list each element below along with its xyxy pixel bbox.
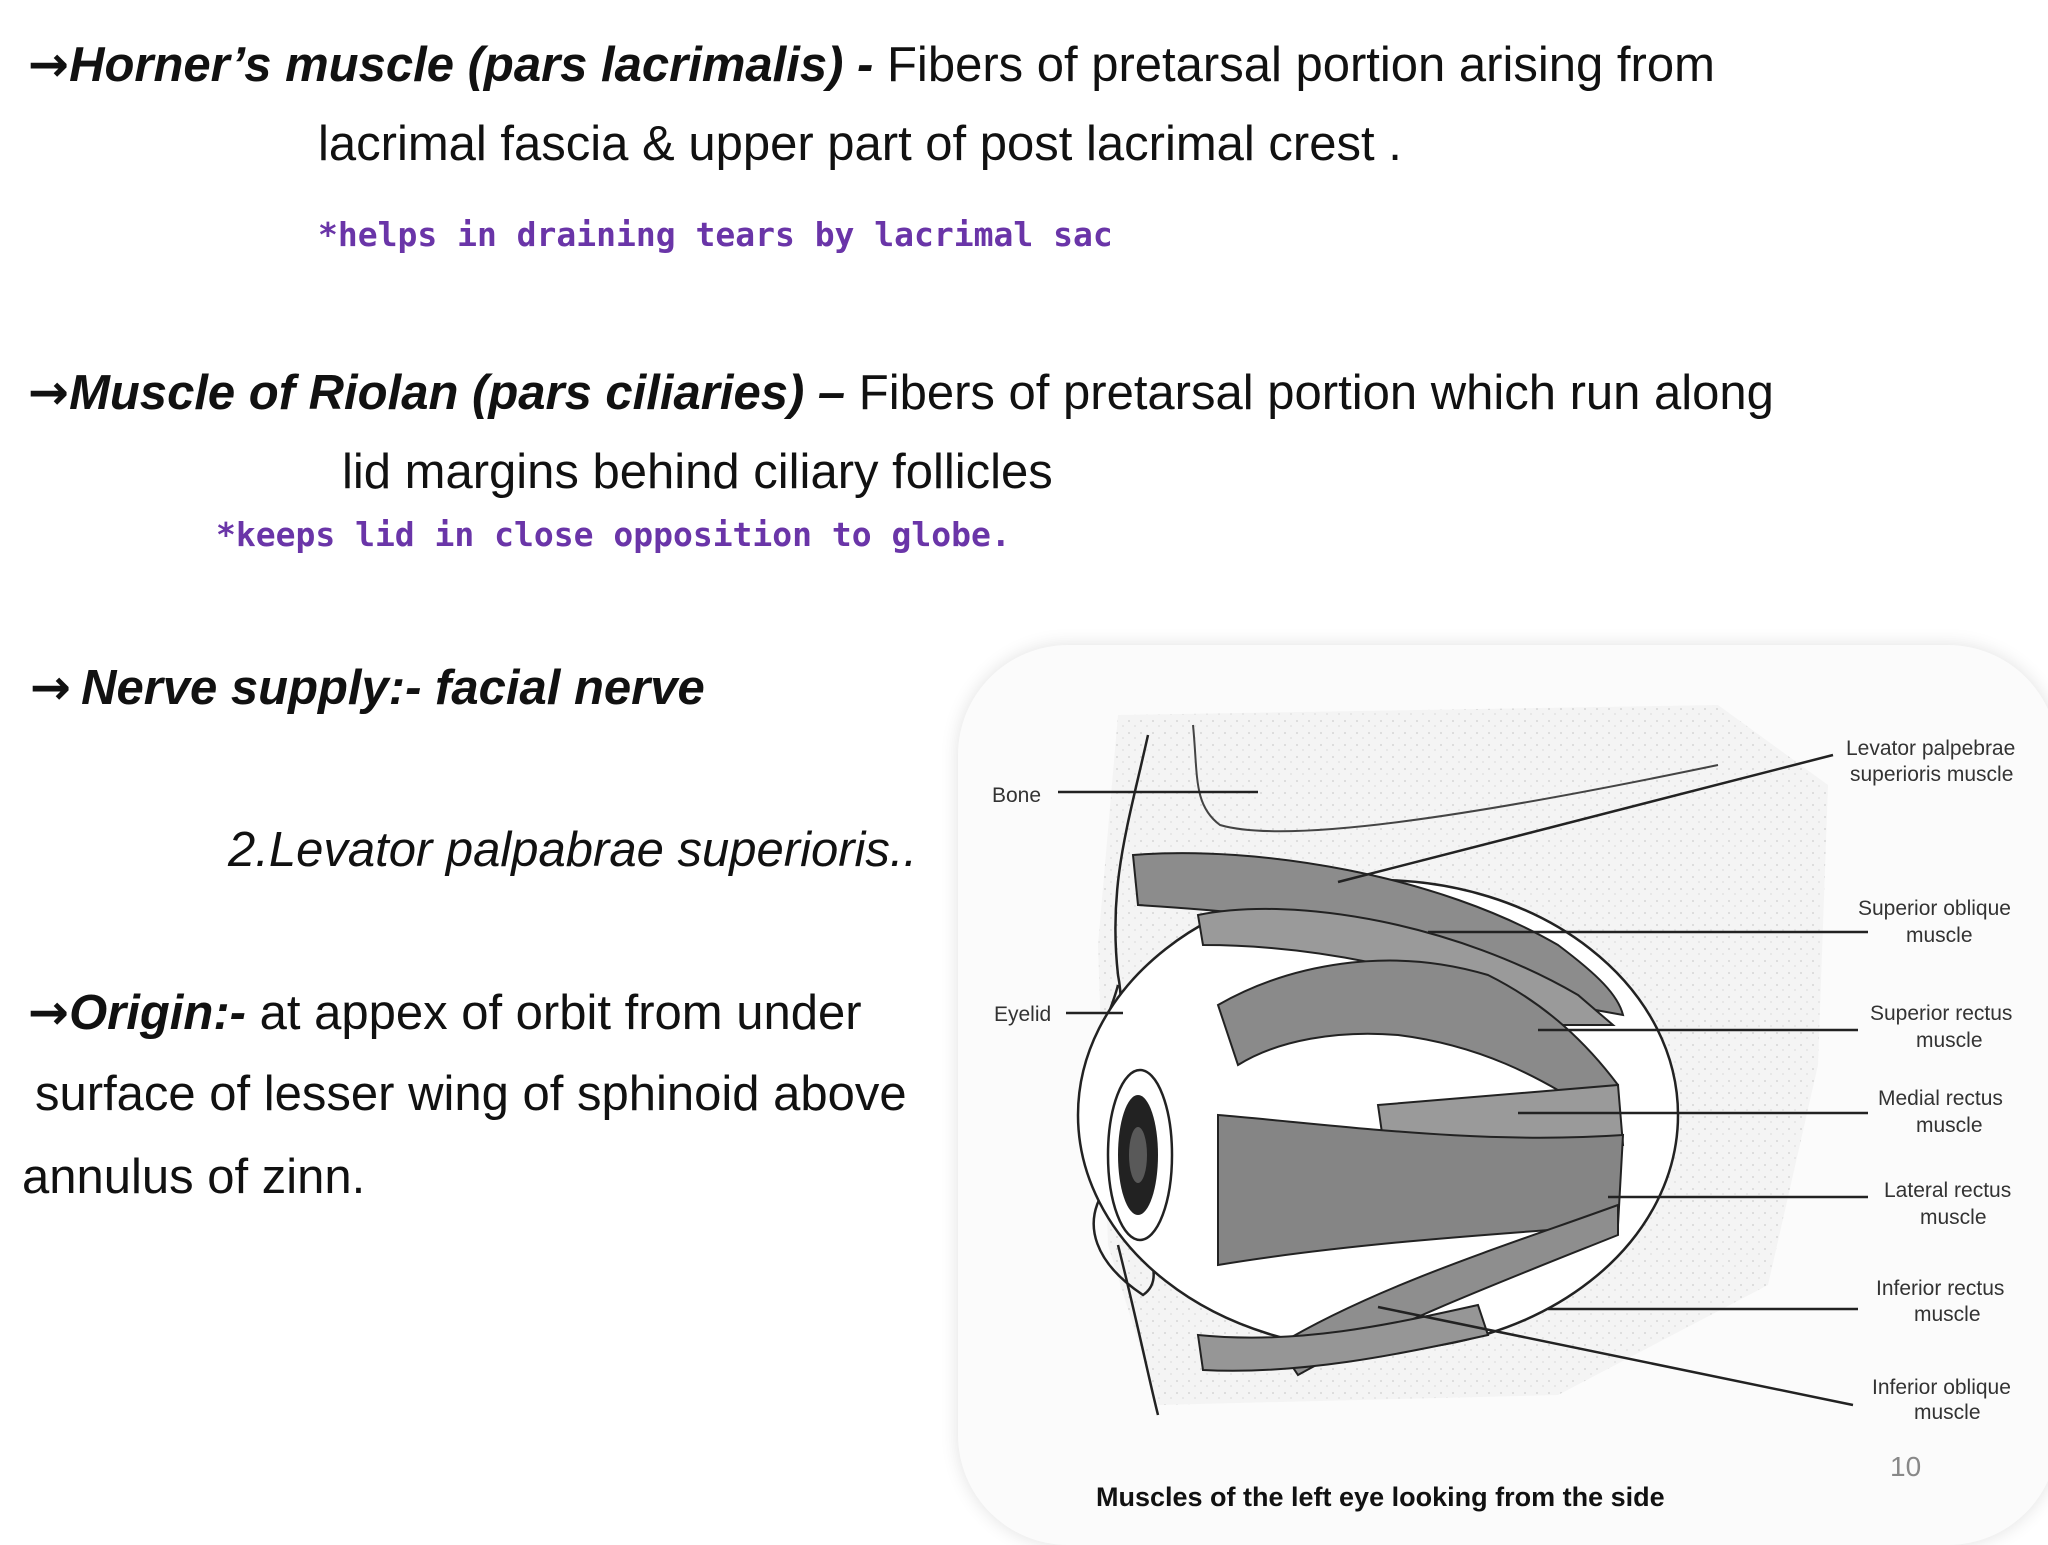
horner-text-2: lacrimal fascia & upper part of post lac… [318, 117, 1402, 171]
label-levator-1: Levator palpebrae [1846, 737, 2015, 760]
label-lateral-rectus-2: muscle [1920, 1206, 1987, 1229]
levator-heading: 2.Levator palpabrae superioris.. [228, 823, 918, 877]
horner-title: Horner’s muscle (pars lacrimalis) - [69, 38, 874, 92]
riolan-text-1: Fibers of pretarsal portion which run al… [845, 366, 1774, 420]
arrow-icon: → [30, 659, 72, 716]
iris [1118, 1095, 1158, 1215]
orbit-roof-line [1192, 724, 1719, 833]
leader-levator [1337, 753, 1834, 884]
label-inferior-rectus-1: Inferior rectus [1876, 1277, 2004, 1300]
riolan-title: Muscle of Riolan (pars ciliaries) – [69, 366, 846, 420]
label-superior-oblique-1: Superior oblique [1858, 897, 2011, 920]
horner-note: *helps in draining tears by lacrimal sac [318, 215, 1113, 254]
label-levator-2: superioris muscle [1850, 763, 2013, 786]
pupil [1129, 1127, 1147, 1183]
nerve-text: Nerve supply:- facial nerve [81, 661, 705, 715]
diagram-caption: Muscles of the left eye looking from the… [1096, 1482, 1665, 1512]
slide-number: 10 [1890, 1451, 1922, 1482]
label-bone: Bone [992, 784, 1041, 807]
label-inferior-rectus-2: muscle [1914, 1303, 1981, 1326]
riolan-line-1: →Muscle of Riolan (pars ciliaries) – Fib… [28, 368, 1774, 418]
label-medial-rectus-2: muscle [1916, 1114, 1983, 1137]
nerve-line: →Nerve supply:- facial nerve [30, 663, 705, 713]
origin-line-1: →Origin:- at appex of orbit from under [28, 988, 862, 1038]
label-eyelid: Eyelid [994, 1003, 1051, 1026]
label-inferior-oblique-2: muscle [1914, 1401, 1981, 1424]
origin-title: Origin:- [69, 986, 246, 1040]
origin-text-3: annulus of zinn. [22, 1150, 366, 1204]
arrow-icon: → [28, 984, 70, 1041]
origin-text-1: at appex of orbit from under [245, 986, 862, 1040]
riolan-note: *keeps lid in close opposition to globe. [216, 515, 1011, 554]
horner-line-1: →Horner’s muscle (pars lacrimalis) - Fib… [28, 40, 1715, 90]
horner-text-1: Fibers of pretarsal portion arising from [873, 38, 1715, 92]
leader-inferior-oblique [1377, 1305, 1854, 1407]
eye-muscle-diagram: Bone Eyelid Levator palpebrae superioris… [958, 645, 2048, 1545]
label-lateral-rectus-1: Lateral rectus [1884, 1179, 2011, 1202]
label-superior-rectus-2: muscle [1916, 1029, 1983, 1052]
label-medial-rectus-1: Medial rectus [1878, 1087, 2003, 1110]
inferior-oblique-muscle [1196, 1303, 1490, 1372]
label-superior-rectus-1: Superior rectus [1870, 1002, 2012, 1025]
label-superior-oblique-2: muscle [1906, 924, 1973, 947]
label-inferior-oblique-1: Inferior oblique [1872, 1376, 2011, 1399]
riolan-text-2: lid margins behind ciliary follicles [342, 445, 1053, 499]
eye-muscle-illustration: Bone Eyelid Levator palpebrae superioris… [992, 705, 2015, 1512]
arrow-icon: → [28, 364, 70, 421]
origin-text-2: surface of lesser wing of sphinoid above [35, 1067, 907, 1121]
arrow-icon: → [28, 36, 70, 93]
bone-lower-outline [1116, 1244, 1160, 1416]
